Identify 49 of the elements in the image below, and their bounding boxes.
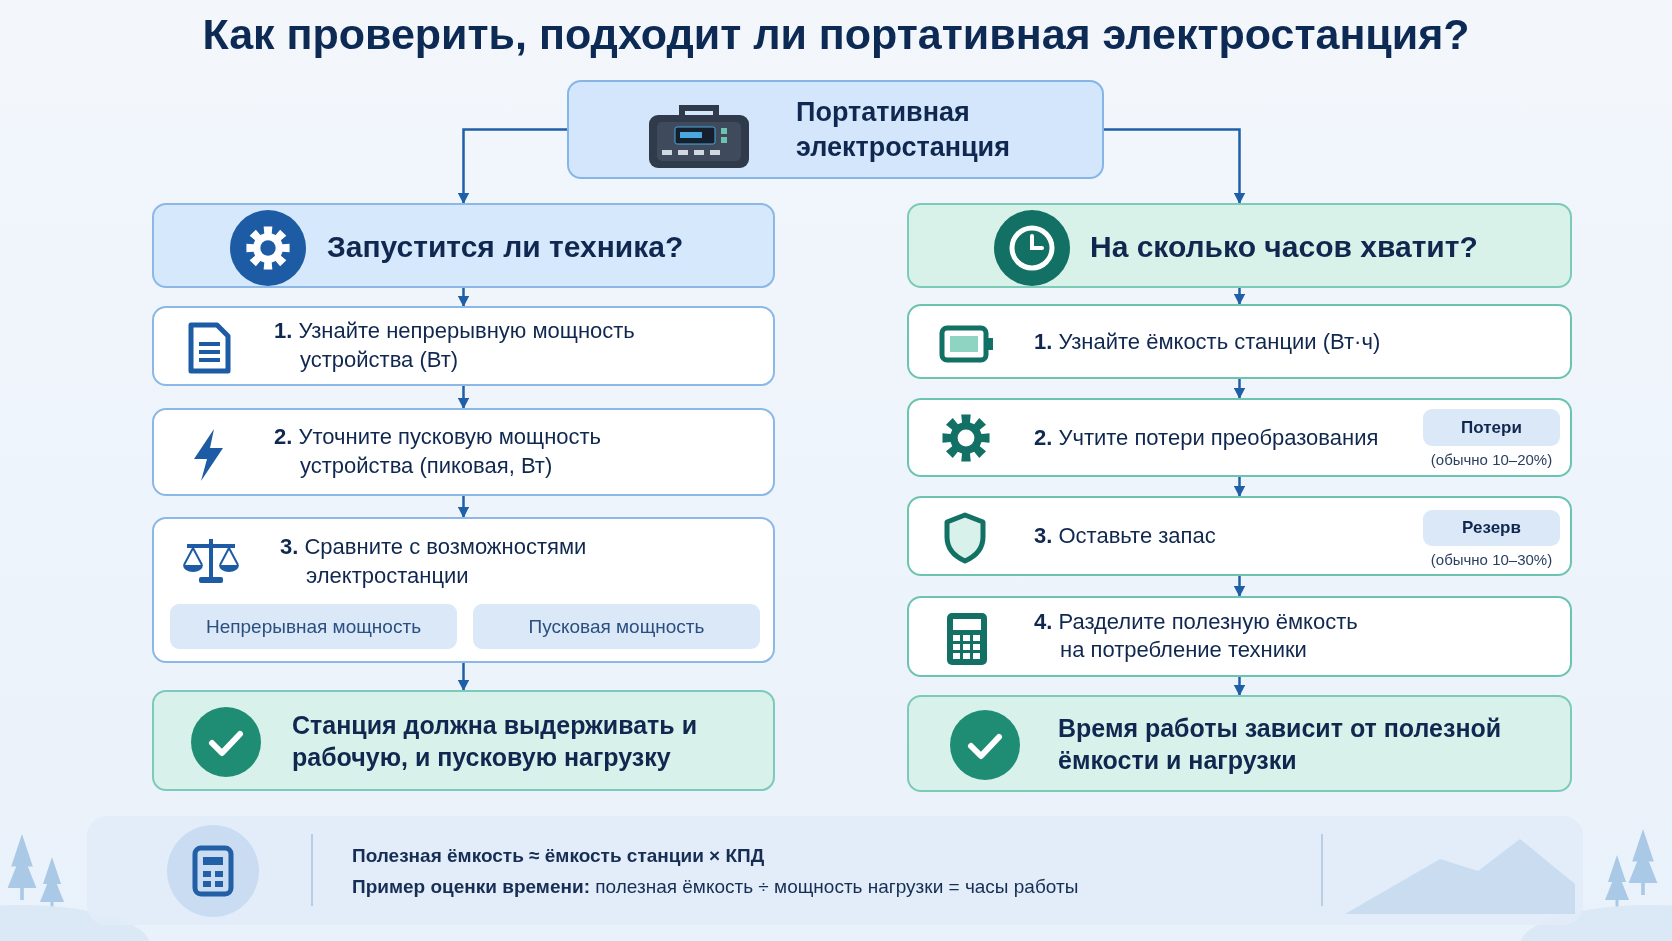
header-box [907, 203, 1572, 288]
summary-panel [87, 816, 1583, 925]
arrow [1233, 288, 1246, 306]
tag-text: Непрерывная мощность [204, 614, 423, 639]
process-box [907, 496, 1572, 576]
tag-chip [1423, 510, 1560, 546]
process-box [907, 596, 1572, 677]
process-box [907, 398, 1572, 477]
step-text: 1. Узнайте ёмкость станции (Вт·ч) [1034, 327, 1382, 356]
header-box [152, 203, 775, 288]
header-box [567, 80, 1104, 179]
arrow [457, 288, 470, 308]
tag-text: Пусковая мощность [527, 614, 706, 639]
process-box [152, 408, 775, 496]
arrow [457, 496, 470, 519]
arrow [1233, 379, 1246, 400]
step-text: 4. Разделите полезную ёмкость на потребление техники [1034, 607, 1359, 665]
result-text: Станция должна выдерживать и рабочую, и пусковую нагрузку [292, 709, 699, 773]
diagram-title: Как проверить, подходит ли портативная электростанция? [201, 10, 1471, 59]
node-title: Портативная электростанция [796, 95, 1011, 164]
tag-chip [1423, 409, 1560, 446]
section-heading: Запустится ли техника? [327, 228, 685, 265]
arrow [457, 128, 567, 205]
step-text: 3. Сравните с возможностями электростанции [280, 533, 588, 590]
process-box [152, 517, 775, 663]
result-box [907, 695, 1572, 792]
process-box [152, 306, 775, 386]
note-text: (обычно 10–20%) [1429, 450, 1554, 470]
result-box [152, 690, 775, 791]
formula-text: Полезная ёмкость ≈ ёмкость станции × КПД [352, 843, 766, 868]
arrow [1104, 128, 1246, 205]
arrow [1233, 677, 1246, 697]
section-heading: На сколько часов хватит? [1090, 228, 1479, 264]
formula-text: Пример оценки времени: полезная ёмкость ÷ мощность нагрузки = часы работы [352, 874, 1079, 899]
tag-text: Потери [1460, 416, 1523, 439]
step-text: 1. Узнайте непрерывную мощность устройства (Вт) [274, 317, 636, 374]
tag-chip [170, 604, 457, 649]
result-text: Время работы зависит от полезной ёмкости и нагрузки [1058, 712, 1503, 776]
arrow [457, 663, 470, 692]
step-text: 2. Учтите потери преобразования [1034, 423, 1380, 452]
tag-chip [473, 604, 760, 649]
tag-text: Резерв [1461, 516, 1522, 539]
arrow [1233, 576, 1246, 598]
note-text: (обычно 10–30%) [1429, 550, 1554, 570]
arrow [1233, 477, 1246, 498]
step-text: 2. Уточните пусковую мощность устройства (пиковая, Вт) [274, 423, 603, 480]
process-box [907, 304, 1572, 379]
arrow [457, 386, 470, 410]
step-text: 3. Оставьте запас [1034, 521, 1217, 550]
